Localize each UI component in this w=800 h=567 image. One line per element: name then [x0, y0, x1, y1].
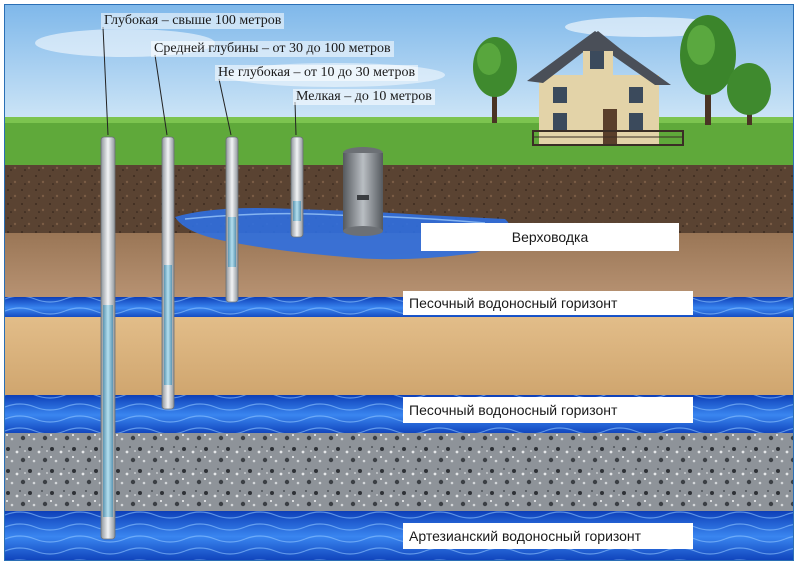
sand-layer — [5, 317, 793, 397]
layer-label-sand-aquifer-1: Песочный водоносный горизонт — [403, 291, 693, 315]
granite-layer — [5, 433, 793, 513]
cloud — [565, 17, 725, 37]
depth-label-surface: Мелкая – до 10 метров — [293, 89, 435, 105]
leader-line — [102, 26, 109, 136]
tree-icon — [680, 15, 736, 125]
well-casing-icon — [343, 147, 383, 236]
leader-line — [154, 54, 168, 136]
well-shallow — [225, 136, 239, 303]
tree-icon — [727, 63, 771, 125]
leader-line — [294, 101, 297, 136]
grass-layer — [5, 117, 793, 169]
tree-icon — [473, 37, 517, 123]
depth-label-deep: Глубокая – свыше 100 метров — [101, 13, 285, 29]
layer-label-sand-aquifer-2: Песочный водоносный горизонт — [403, 397, 693, 423]
layer-label-perched: Верховодка — [421, 223, 679, 251]
leader-line — [218, 78, 232, 136]
well-surface — [290, 136, 304, 238]
well-deep — [100, 136, 116, 540]
depth-label-medium: Средней глубины – от 30 до 100 метров — [151, 41, 394, 57]
depth-label-shallow: Не глубокая – от 10 до 30 метров — [215, 65, 419, 81]
well-medium — [161, 136, 175, 410]
layer-label-artesian: Артезианский водоносный горизонт — [403, 523, 693, 549]
house-icon — [527, 31, 684, 146]
diagram-frame: Глубокая – свыше 100 метров Средней глуб… — [4, 4, 794, 561]
